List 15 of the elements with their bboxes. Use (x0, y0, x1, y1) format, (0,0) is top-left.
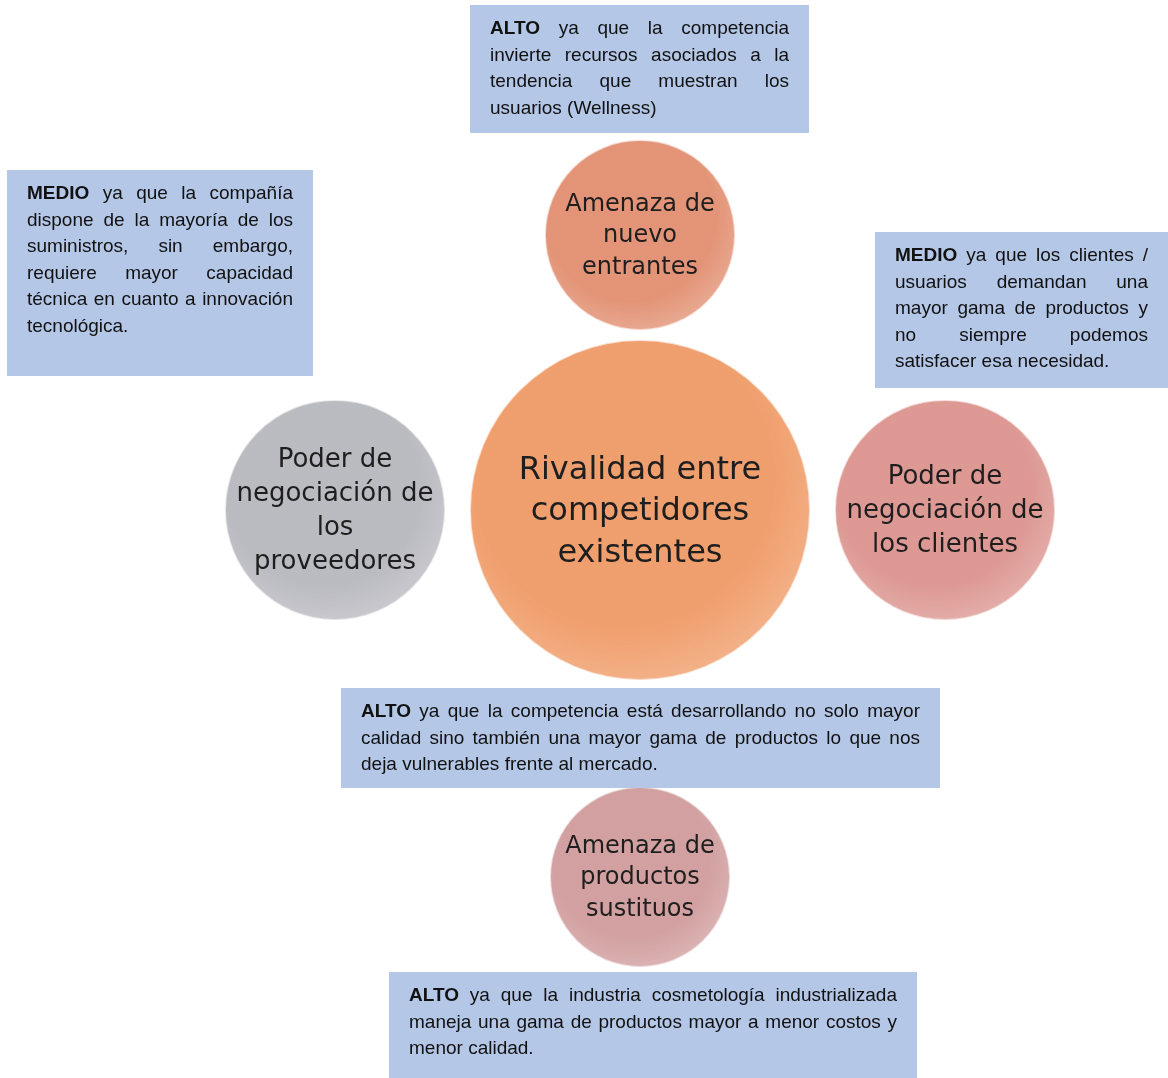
force-label: Poder de negociación de los clientes (845, 459, 1045, 560)
callout-box (7, 170, 313, 376)
callout-box (341, 688, 940, 788)
force-label: Amenaza de nuevo entrantes (564, 188, 716, 282)
callout-text: MEDIO ya que los clientes / usuarios demandan una mayor gama de productos y no siempre podemos satisfacer esa necesidad. (895, 243, 1148, 373)
callout-text: MEDIO ya que la compañía dispone de la mayoría de los suministros, sin embargo, requiere mayor capacidad técnica en cuanto a innovación tecnológica. (27, 181, 293, 338)
callout-box (470, 5, 809, 133)
force-label: Rivalidad entre competidores existentes (517, 447, 763, 572)
force-label: Amenaza de productos sustituos (564, 830, 716, 924)
callout-box (875, 232, 1168, 388)
callout-text: ALTO ya que la industria cosmetología industrializada maneja una gama de productos mayor a menor costos y menor calidad. (409, 983, 897, 1060)
callout-text: ALTO ya que la competencia invierte recursos asociados a la tendencia que muestran los usuarios (Wellness) (490, 16, 789, 120)
callout-text: ALTO ya que la competencia está desarrollando no solo mayor calidad sino también una mayor gama de productos lo que nos deja vulnerables frente al mercado. (361, 699, 920, 776)
callout-box (389, 972, 917, 1078)
force-label: Poder de negociación de los proveedores (235, 442, 435, 577)
